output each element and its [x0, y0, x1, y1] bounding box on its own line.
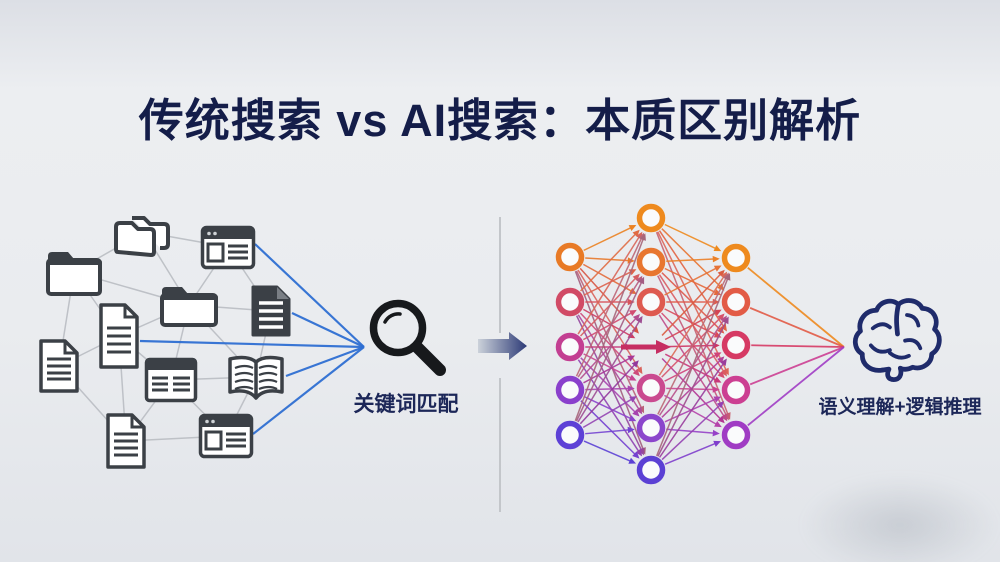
document-filled-icon — [251, 285, 291, 337]
folder-copy-icon — [114, 216, 170, 257]
browser-window-icon — [198, 413, 254, 459]
document-icon — [39, 339, 79, 393]
brain-icon — [852, 298, 942, 382]
folder-icon — [46, 252, 102, 296]
page-title: 传统搜索 vs AI搜索：本质区别解析 — [138, 95, 862, 146]
transition-arrow — [478, 332, 527, 360]
keyword-match-lines — [139, 243, 365, 435]
magnifier-icon — [369, 299, 446, 376]
document-icon — [106, 413, 146, 469]
semantic-converge-lines — [747, 267, 845, 427]
network-connections — [574, 223, 731, 465]
table-card-icon — [144, 357, 198, 403]
attention-arrow — [621, 340, 671, 354]
open-book-icon — [228, 355, 284, 400]
browser-window-icon — [200, 225, 256, 270]
keyword-match-label: 关键词匹配 — [353, 393, 459, 416]
folder-icon — [160, 287, 218, 327]
transition-arrow — [478, 332, 527, 360]
network-nodes — [555, 203, 751, 485]
document-icon — [99, 303, 139, 369]
semantic-reasoning-label: 语义理解+逻辑推理 — [818, 397, 982, 418]
